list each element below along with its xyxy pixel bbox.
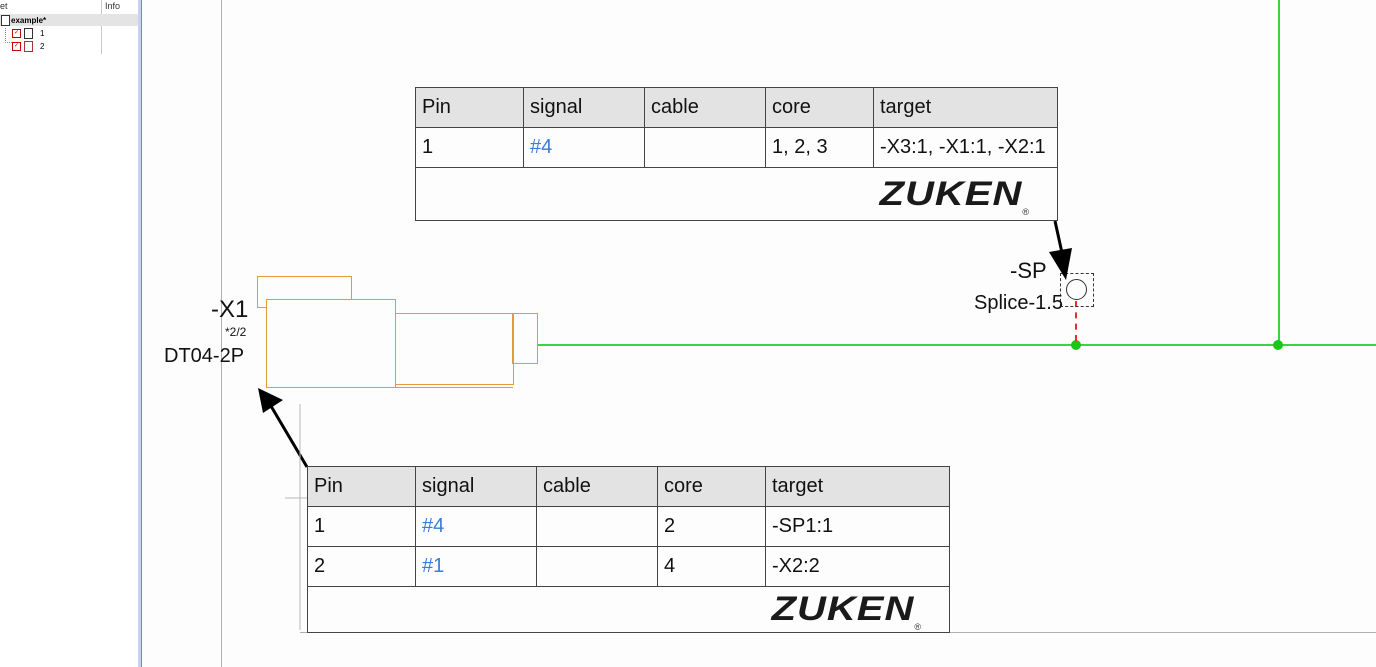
connector-outline (266, 387, 513, 388)
zuken-logo: ZUKEN (879, 174, 1023, 213)
cell-cable (644, 127, 766, 168)
checkbox-icon[interactable]: ✓ (12, 42, 21, 51)
column-divider (101, 0, 102, 54)
tree-item[interactable]: ✓ 2 (0, 41, 138, 52)
zuken-logo: ZUKEN (771, 590, 915, 628)
sheet-bottom-line (300, 632, 1376, 633)
wire-junction-dot[interactable] (1273, 340, 1283, 350)
cell-target: -SP1:1 (765, 506, 950, 547)
cell-signal-link[interactable]: #1 (415, 546, 537, 587)
cell-pin: 1 (307, 506, 416, 547)
cell-signal-link[interactable]: #4 (415, 506, 537, 547)
registered-mark: ® (1022, 206, 1029, 217)
splice-symbol[interactable] (1066, 279, 1087, 300)
splice-part: Splice-1.5 (974, 292, 1063, 314)
connector-shape[interactable] (512, 313, 538, 364)
column-header: target (765, 466, 950, 507)
registered-mark: ® (914, 622, 921, 632)
table-row[interactable]: 1 #4 2 -SP1:1 (307, 506, 950, 547)
cell-signal-link[interactable]: #4 (523, 127, 645, 168)
cell-target: -X3:1, -X1:1, -X2:1 (873, 127, 1058, 168)
arrow-to-splice (1049, 220, 1072, 280)
sheet-icon (24, 28, 33, 39)
column-header: Pin (307, 466, 416, 507)
column-header: cable (536, 466, 658, 507)
cell-core: 2 (657, 506, 766, 547)
table-header-row: Pin signal cable core target (307, 466, 950, 507)
tree-root-label: example* (11, 16, 47, 25)
cell-core: 1, 2, 3 (765, 127, 874, 168)
cell-cable (536, 546, 658, 587)
tree-item[interactable]: ✓ 1 (0, 28, 138, 43)
splice-name: -SP (1010, 258, 1047, 283)
column-header: cable (644, 87, 766, 128)
column-header: signal (415, 466, 537, 507)
sheet-border-line (221, 0, 222, 667)
cell-pin: 2 (307, 546, 416, 587)
tree-item-label: 2 (40, 42, 45, 51)
cell-core: 4 (657, 546, 766, 587)
wire-horizontal[interactable] (537, 344, 1376, 346)
panel-splitter-edge (141, 0, 142, 667)
cell-pin: 1 (415, 127, 524, 168)
table-header-row: Pin signal cable core target (415, 87, 1058, 128)
column-header: target (873, 87, 1058, 128)
pin-table-top[interactable]: Pin signal cable core target 1 #4 1, 2, … (415, 87, 1058, 221)
connector-name: -X1 (211, 296, 249, 323)
connector-shape[interactable] (395, 313, 514, 385)
column-header: signal (523, 87, 645, 128)
cell-target: -X2:2 (765, 546, 950, 587)
cell-cable (536, 506, 658, 547)
splice-selection-box[interactable] (1060, 273, 1094, 307)
column-header: core (657, 466, 766, 507)
table-row[interactable]: 1 #4 1, 2, 3 -X3:1, -X1:1, -X2:1 (415, 127, 1058, 168)
column-header: Pin (415, 87, 524, 128)
table-row[interactable]: 2 #1 4 -X2:2 (307, 546, 950, 587)
tree-root-row[interactable]: example* (0, 14, 138, 26)
project-tree-panel: et Info colu example* ✓ 1 ✓ 2 (0, 0, 138, 667)
wire-junction-dot[interactable] (1071, 340, 1081, 350)
wire-vertical[interactable] (1278, 0, 1280, 345)
connector-part: DT04-2P (164, 345, 245, 367)
tree-item-label: 1 (40, 29, 45, 38)
sheet-icon (24, 41, 33, 52)
logo-row: ZUKEN® (307, 586, 950, 633)
pin-table-bottom[interactable]: Pin signal cable core target 1 #4 2 -SP1… (307, 466, 950, 633)
panel-splitter[interactable] (138, 0, 141, 667)
splice-stub-line (1075, 301, 1077, 341)
column-header: core (765, 87, 874, 128)
logo-row: ZUKEN® (415, 167, 1058, 221)
tree-connector (5, 28, 12, 43)
checkbox-icon[interactable]: ✓ (12, 29, 21, 38)
connector-sheet-ref[interactable]: *2/2 (225, 325, 247, 339)
tree-column-header-sheet[interactable]: et (0, 1, 8, 11)
project-icon (1, 15, 10, 26)
logo-cell: ZUKEN® (415, 167, 1058, 221)
logo-cell: ZUKEN® (307, 586, 950, 633)
